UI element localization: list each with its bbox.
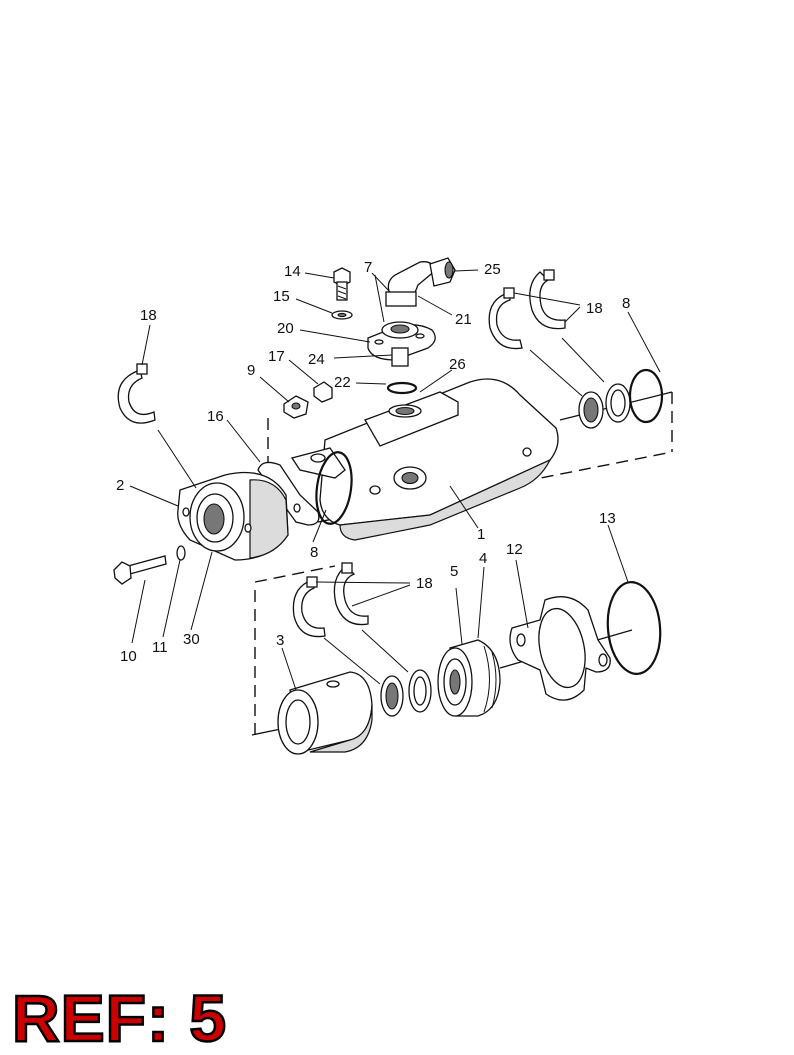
callout-8-right: 8 — [622, 295, 630, 312]
split-rings-upper-left — [117, 363, 156, 424]
seal-stack-right — [578, 368, 664, 429]
callout-18-lower: 18 — [416, 575, 433, 592]
callout-17: 17 — [268, 348, 285, 365]
callout-26: 26 — [449, 356, 466, 373]
callout-3: 3 — [276, 632, 284, 649]
callout-labels: 14 7 25 15 21 20 24 18 18 18 8 8 17 9 22… — [116, 259, 630, 665]
callout-8-left: 8 — [310, 544, 318, 561]
leader-lines — [129, 269, 661, 691]
callout-7: 7 — [364, 259, 372, 276]
callout-20: 20 — [277, 320, 294, 337]
callout-5: 5 — [450, 563, 458, 580]
callout-16: 16 — [207, 408, 224, 425]
reference-label: REF: 5 — [11, 981, 228, 1055]
callout-25: 25 — [484, 261, 501, 278]
piston — [437, 639, 501, 717]
seal-stack-lower — [380, 669, 432, 717]
callout-10: 10 — [120, 648, 137, 665]
callout-30: 30 — [183, 631, 200, 648]
callout-4: 4 — [479, 550, 487, 567]
callout-24: 24 — [308, 351, 325, 368]
end-cap — [177, 461, 320, 561]
callout-12: 12 — [506, 541, 523, 558]
sleeve — [277, 671, 373, 755]
main-housing — [290, 378, 559, 541]
gasket — [509, 596, 611, 701]
o-ring-large — [606, 581, 662, 675]
callout-22: 22 — [334, 374, 351, 391]
callout-21: 21 — [455, 311, 472, 328]
callout-13: 13 — [599, 510, 616, 527]
callout-18-upper-left: 18 — [140, 307, 157, 324]
bolt-and-washer — [113, 545, 186, 585]
o-ring-housing — [315, 451, 353, 525]
callout-18-upper-right: 18 — [586, 300, 603, 317]
callout-15: 15 — [273, 288, 290, 305]
callout-11: 11 — [152, 639, 168, 656]
plug-and-nut — [283, 381, 333, 419]
split-rings-lower — [292, 562, 369, 638]
callout-9: 9 — [247, 362, 255, 379]
port-fitting-assembly — [331, 257, 456, 395]
callout-14: 14 — [284, 263, 301, 280]
callout-2: 2 — [116, 477, 124, 494]
split-rings-upper-right — [488, 269, 566, 350]
callout-1: 1 — [477, 526, 485, 543]
